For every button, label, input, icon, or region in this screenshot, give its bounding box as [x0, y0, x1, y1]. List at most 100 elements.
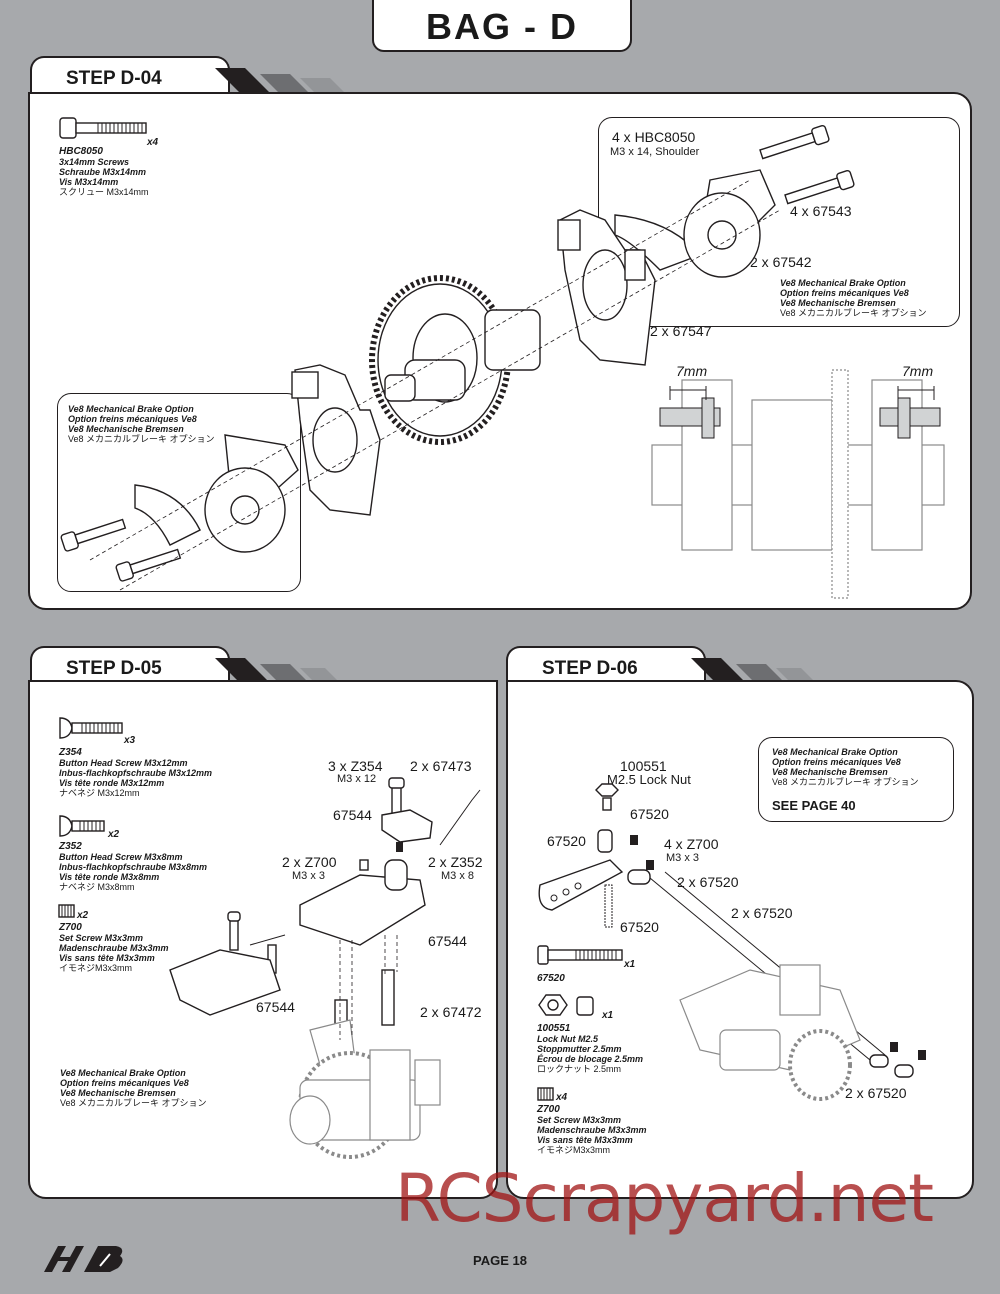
- brake-mount-drawing: [169, 777, 481, 1159]
- z352-jp: ナベネジ M3x8mm: [59, 882, 135, 892]
- hbc8050-description: HBC8050 3x14mm Screws Schraube M3x14mm V…: [59, 146, 149, 197]
- d06-brake-de: Ve8 Mechanische Bremsen: [772, 767, 888, 777]
- z354-de: Inbus-flachkopfschraube M3x12mm: [59, 768, 213, 778]
- label-2x-67520-a: 2 x 67520: [677, 874, 739, 890]
- label-2x-67472: 2 x 67472: [420, 1004, 482, 1020]
- d06-brake-jp: Ve8 メカニカルブレーキ オプション: [772, 777, 919, 787]
- z700-de: Madenschraube M3x3mm: [59, 943, 169, 953]
- z700-de-d06: Madenschraube M3x3mm: [537, 1125, 647, 1135]
- hbc8050-jp: スクリュー M3x14mm: [59, 187, 149, 197]
- hbc8050-screw-icon: [59, 117, 147, 139]
- d05-brake-fr: Option freins mécaniques Ve8: [60, 1078, 189, 1088]
- hbc8050-qty: x4: [147, 137, 159, 148]
- z700-code-d06: Z700: [537, 1104, 560, 1115]
- 100551-en: Lock Nut M2.5: [537, 1034, 599, 1044]
- step-d04-tab: STEP D-04: [30, 56, 230, 96]
- z700-en-d06: Set Screw M3x3mm: [537, 1115, 622, 1125]
- label-100551-sub: M2.5 Lock Nut: [607, 772, 691, 787]
- step-d06-tab: STEP D-06: [506, 646, 706, 686]
- label-67520-screw: 67520: [620, 919, 659, 935]
- 100551-locknut-icon: [538, 994, 594, 1016]
- brake-right-fr: Option freins mécaniques Ve8: [780, 288, 909, 298]
- brake-left-en: Ve8 Mechanical Brake Option: [68, 404, 194, 414]
- hbc8050-fr: Vis M3x14mm: [59, 177, 119, 187]
- z700-description-d06: Z700 Set Screw M3x3mm Madenschraube M3x3…: [537, 1104, 647, 1155]
- z700-fr-d06: Vis sans tête M3x3mm: [537, 1135, 633, 1145]
- diff-assembly-drawing: [60, 124, 855, 591]
- brake-right-en: Ve8 Mechanical Brake Option: [780, 278, 906, 288]
- 100551-de: Stoppmutter 2.5mm: [537, 1044, 622, 1054]
- z700-fr: Vis sans tête M3x3mm: [59, 953, 155, 963]
- step-d06-title: STEP D-06: [542, 658, 638, 679]
- hbc8050-en: 3x14mm Screws: [59, 157, 130, 167]
- step-d06-panel: [506, 680, 974, 1199]
- z352-en: Button Head Screw M3x8mm: [59, 852, 183, 862]
- d05-brake-note: Ve8 Mechanical Brake Option Option frein…: [60, 1068, 207, 1108]
- step-d04-stripes: [215, 68, 348, 96]
- label-hbc8050-sub: M3 x 14, Shoulder: [610, 146, 700, 158]
- 67520-code: 67520: [537, 973, 565, 984]
- z352-de: Inbus-flachkopfschraube M3x8mm: [59, 862, 208, 872]
- label-67520-top: 67520: [630, 806, 669, 822]
- label-2x-67547: 2 x 67547: [650, 323, 712, 339]
- z700-jp: イモネジM3x3mm: [59, 963, 133, 973]
- z700-en: Set Screw M3x3mm: [59, 933, 144, 943]
- hb-logo: [44, 1246, 123, 1272]
- z354-screw-icon: [59, 717, 123, 739]
- z700-jp-d06: イモネジM3x3mm: [537, 1145, 611, 1155]
- z354-jp: ナベネジ M3x12mm: [59, 788, 140, 798]
- brake-linkage-drawing: [538, 783, 926, 1101]
- d05-brake-en: Ve8 Mechanical Brake Option: [60, 1068, 186, 1078]
- dim-left-7mm: 7mm: [676, 363, 708, 379]
- label-z700-sub-d06: M3 x 3: [666, 852, 700, 864]
- d05-brake-de: Ve8 Mechanische Bremsen: [60, 1088, 176, 1098]
- z700-description: Z700 Set Screw M3x3mm Madenschraube M3x3…: [59, 922, 169, 973]
- 67520-qty: x1: [624, 959, 636, 970]
- 100551-code: 100551: [537, 1023, 571, 1034]
- label-2x-67520-c: 2 x 67520: [845, 1085, 907, 1101]
- bag-title: BAG - D: [372, 0, 632, 52]
- step-d05-title: STEP D-05: [66, 658, 162, 679]
- z354-en: Button Head Screw M3x12mm: [59, 758, 188, 768]
- brake-left-de: Ve8 Mechanische Bremsen: [68, 424, 184, 434]
- 100551-fr: Écrou de blocage 2.5mm: [537, 1054, 644, 1064]
- label-z352-sub: M3 x 8: [441, 870, 475, 882]
- z700-setscrew-icon-d06: [537, 1087, 554, 1101]
- label-67544-mid: 67544: [428, 933, 467, 949]
- label-2x-67542: 2 x 67542: [750, 254, 812, 270]
- z700-code: Z700: [59, 922, 82, 933]
- brake-callout-left-text: Ve8 Mechanical Brake Option Option frein…: [68, 404, 215, 444]
- label-2x-z352: 2 x Z352: [428, 854, 483, 870]
- 100551-description: 100551 Lock Nut M2.5 Stoppmutter 2.5mm É…: [537, 1023, 643, 1074]
- diff-side-view-drawing: [651, 369, 945, 599]
- brake-callout-right-text: Ve8 Mechanical Brake Option Option frein…: [780, 278, 927, 318]
- dim-right-7mm: 7mm: [902, 363, 934, 379]
- label-3x-z354: 3 x Z354: [328, 758, 383, 774]
- z354-description: Z354 Button Head Screw M3x12mm Inbus-fla…: [59, 747, 212, 798]
- label-4x-hbc8050: 4 x HBC8050: [612, 129, 696, 145]
- label-67544-top: 67544: [333, 807, 372, 823]
- d06-brake-callout: [758, 737, 954, 822]
- z354-fr: Vis tête ronde M3x12mm: [59, 778, 165, 788]
- label-100551: 100551: [620, 758, 667, 774]
- z354-qty: x3: [124, 735, 136, 746]
- label-2x-z700: 2 x Z700: [282, 854, 337, 870]
- d05-brake-jp: Ve8 メカニカルブレーキ オプション: [60, 1098, 207, 1108]
- label-2x-67520-b: 2 x 67520: [731, 905, 793, 921]
- d06-brake-en: Ve8 Mechanical Brake Option: [772, 747, 898, 757]
- brake-callout-left: [57, 393, 301, 592]
- 67520-description: 67520: [537, 973, 565, 984]
- label-67520-left: 67520: [547, 833, 586, 849]
- z700-setscrew-icon: [58, 904, 75, 918]
- z352-qty: x2: [108, 829, 120, 840]
- 100551-jp: ロックナット 2.5mm: [537, 1064, 622, 1074]
- watermark: RCScrapyard.net: [395, 1160, 934, 1237]
- page-number: PAGE 18: [473, 1253, 527, 1268]
- brake-left-fr: Option freins mécaniques Ve8: [68, 414, 197, 424]
- z352-screw-icon: [59, 815, 105, 837]
- brake-left-jp: Ve8 メカニカルブレーキ オプション: [68, 434, 215, 444]
- hbc8050-de: Schraube M3x14mm: [59, 167, 147, 177]
- 100551-qty: x1: [602, 1010, 614, 1021]
- z354-code: Z354: [59, 747, 82, 758]
- z352-code: Z352: [59, 841, 82, 852]
